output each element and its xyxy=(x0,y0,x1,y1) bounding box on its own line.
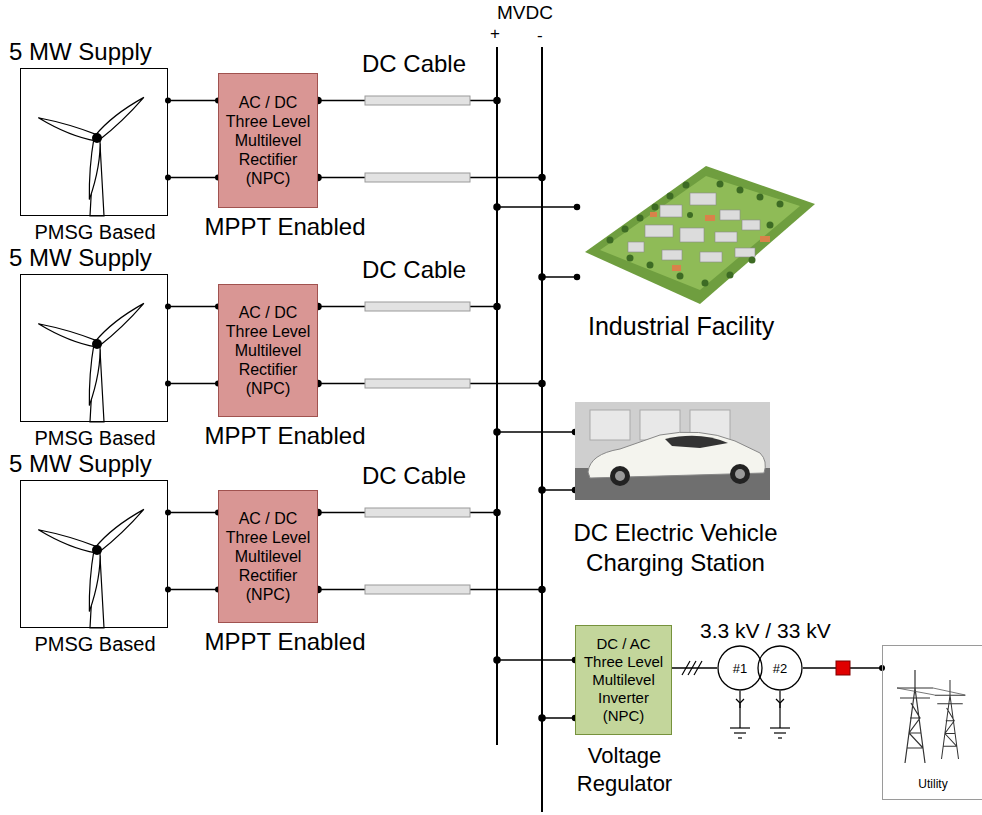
turbine-box: 5 MW SupplyPMSG Based xyxy=(20,480,168,628)
junction-dot xyxy=(165,98,171,104)
junction-dot xyxy=(165,510,171,516)
inverter-box: DC / AC Three Level Multilevel Inverter … xyxy=(575,625,672,735)
transformer-winding: #1 xyxy=(717,645,763,691)
control-mode: Voltage Regulator xyxy=(554,742,695,798)
industrial-facility-picture xyxy=(585,166,815,304)
power-line xyxy=(165,175,221,181)
wire xyxy=(168,589,218,591)
junction-dot xyxy=(165,381,171,387)
mvdc-bus xyxy=(497,47,542,812)
load-caption: DC Electric Vehicle Charging Station xyxy=(553,518,798,578)
junction-dot xyxy=(165,304,171,310)
supply-rating: 5 MW Supply xyxy=(9,39,189,65)
wind-turbine-drawing xyxy=(37,506,147,628)
turbine-box: 5 MW SupplyPMSG Based xyxy=(20,274,168,422)
wire xyxy=(168,100,218,102)
junction-dot xyxy=(165,175,171,181)
wire xyxy=(168,177,218,179)
bus-name: MVDC xyxy=(497,2,553,24)
wire xyxy=(168,383,218,385)
junction-dot xyxy=(165,587,171,593)
wind-turbine-drawing xyxy=(37,300,147,422)
transformer-grounding xyxy=(730,691,790,738)
generator-type: PMSG Based xyxy=(21,632,169,656)
transmission-towers xyxy=(897,670,965,763)
converter-text: DC / AC Three Level Multilevel Inverter … xyxy=(580,635,667,725)
utility-box: Utility xyxy=(882,645,982,800)
rectifier-box: AC / DC Three Level Multilevel Rectifier… xyxy=(218,490,318,623)
cable-label: DC Cable xyxy=(362,462,466,490)
turbine-box: 5 MW SupplyPMSG Based xyxy=(20,68,168,216)
polarity-sign: + xyxy=(490,24,500,44)
power-line xyxy=(672,668,717,669)
converter-text: AC / DC Three Level Multilevel Rectifier… xyxy=(223,303,313,398)
winding-number: #2 xyxy=(773,661,787,676)
circuit-breaker xyxy=(836,661,850,675)
voltage-rating: 3.3 kV / 33 kV xyxy=(700,619,831,643)
load-caption: Industrial Facility xyxy=(588,312,774,341)
dc-cable-wires xyxy=(315,98,545,593)
positive-bus xyxy=(496,47,498,745)
control-mode: MPPT Enabled xyxy=(185,628,385,656)
rectifier-box: AC / DC Three Level Multilevel Rectifier… xyxy=(218,284,318,417)
cable-label: DC Cable xyxy=(362,50,466,78)
power-line xyxy=(165,304,221,310)
power-line xyxy=(165,510,221,516)
polarity-sign: - xyxy=(537,26,543,46)
wire xyxy=(168,512,218,514)
power-line xyxy=(165,381,221,387)
generator-type: PMSG Based xyxy=(21,220,169,244)
wire xyxy=(168,306,218,308)
negative-bus xyxy=(541,47,543,812)
control-mode: MPPT Enabled xyxy=(185,422,385,450)
supply-rating: 5 MW Supply xyxy=(9,245,189,271)
converter-text: AC / DC Three Level Multilevel Rectifier… xyxy=(223,509,313,604)
power-line xyxy=(165,587,221,593)
transformer-winding: #2 xyxy=(757,645,803,691)
ev-charging-picture xyxy=(575,402,770,500)
winding-number: #1 xyxy=(733,661,747,676)
cable-label: DC Cable xyxy=(362,256,466,284)
dc-cable-symbol xyxy=(365,96,470,594)
wire xyxy=(672,667,717,669)
wind-turbine-drawing xyxy=(37,94,147,216)
generator-type: PMSG Based xyxy=(21,426,169,450)
rectifier-box: AC / DC Three Level Multilevel Rectifier… xyxy=(218,73,318,208)
utility-name: Utility xyxy=(883,777,982,791)
power-line xyxy=(165,98,221,104)
supply-rating: 5 MW Supply xyxy=(9,451,189,477)
control-mode: MPPT Enabled xyxy=(185,213,385,241)
converter-text: AC / DC Three Level Multilevel Rectifier… xyxy=(223,93,313,188)
load-feeders xyxy=(494,204,580,721)
